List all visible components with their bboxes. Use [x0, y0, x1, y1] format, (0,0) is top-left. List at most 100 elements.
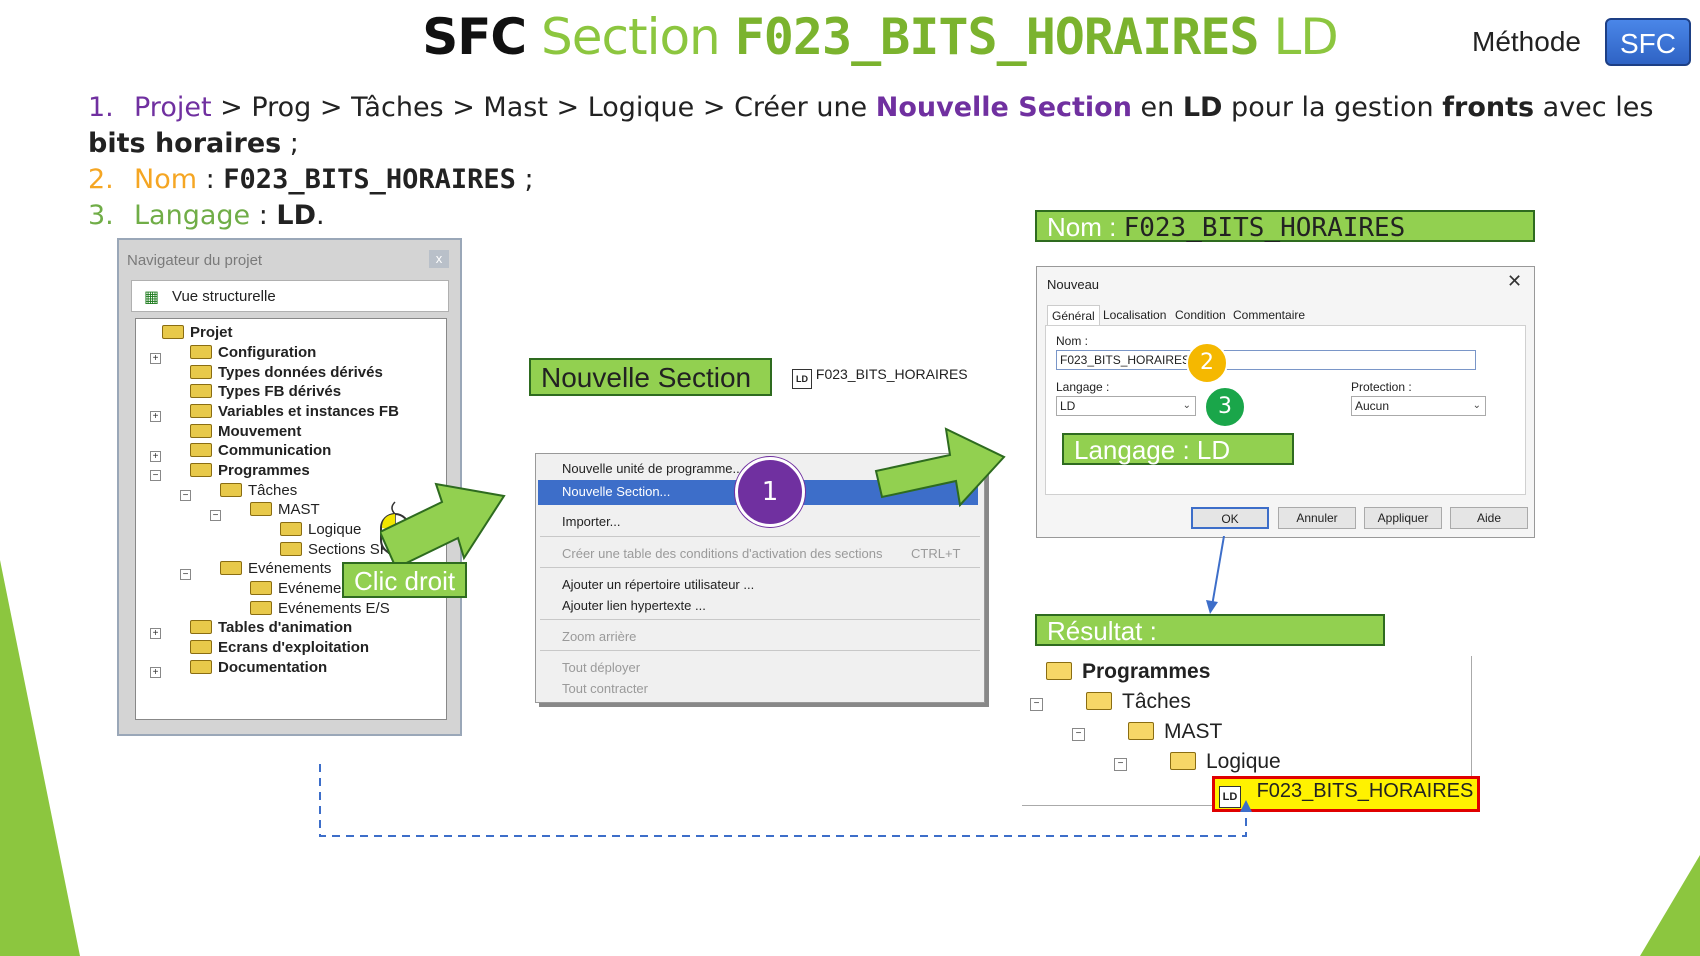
collapse-icon[interactable]: − — [150, 470, 161, 481]
appliquer-button[interactable]: Appliquer — [1364, 507, 1442, 529]
decor-triangle-left — [0, 560, 80, 956]
tree-item-projet[interactable]: Projet — [162, 323, 233, 343]
expand-icon[interactable]: + — [150, 451, 161, 462]
page-title: SFC Section F023_BITS_HORAIRES LD — [422, 8, 1339, 66]
tree-item-tables-animation[interactable]: Tables d'animation — [190, 618, 352, 638]
tree-view-icon: ▦ — [144, 289, 160, 306]
menu-item-importer[interactable]: Importer... — [562, 514, 621, 529]
folder-icon — [190, 620, 212, 634]
navigator-close-button[interactable]: x — [429, 250, 449, 268]
folder-icon — [190, 404, 212, 418]
ld-icon: LD — [792, 369, 812, 389]
expand-icon[interactable]: + — [150, 411, 161, 422]
nom-input[interactable]: F023_BITS_HORAIRES| — [1056, 350, 1476, 370]
sfc-button[interactable]: SFC — [1605, 18, 1691, 66]
tree-item-sections-sr[interactable]: Sections SR — [280, 540, 391, 560]
result-item-mast[interactable]: MAST — [1128, 720, 1222, 744]
tree-item-documentation[interactable]: Documentation — [190, 658, 327, 678]
protection-field-label: Protection : — [1351, 380, 1412, 394]
step-circle-2: 2 — [1186, 342, 1228, 384]
tree-item-logique[interactable]: Logique — [280, 520, 361, 540]
tab-localisation[interactable]: Localisation — [1103, 308, 1167, 322]
collapse-icon[interactable]: − — [180, 569, 191, 580]
expand-icon[interactable]: + — [150, 667, 161, 678]
tree-item-evenements[interactable]: Evénements — [220, 559, 331, 579]
folder-icon — [190, 660, 212, 674]
folder-icon — [190, 384, 212, 398]
expand-icon[interactable]: + — [150, 353, 161, 364]
protection-select[interactable]: Aucun⌄ — [1351, 396, 1486, 416]
expand-icon[interactable]: + — [150, 628, 161, 639]
tree-item-taches[interactable]: Tâches — [220, 481, 297, 501]
menu-item-nouvelle-section[interactable]: Nouvelle Section... — [562, 484, 671, 499]
menu-item-creer-table[interactable]: Créer une table des conditions d'activat… — [562, 546, 883, 561]
tree-item-types-fb[interactable]: Types FB dérivés — [190, 382, 341, 402]
collapse-icon[interactable]: − — [1072, 728, 1085, 741]
result-item-new-section[interactable]: LD F023_BITS_HORAIRES — [1212, 776, 1481, 812]
chevron-down-icon: ⌄ — [1182, 400, 1191, 411]
folder-icon — [1128, 722, 1154, 740]
tree-item-configuration[interactable]: Configuration — [190, 343, 316, 363]
annuler-button[interactable]: Annuler — [1278, 507, 1356, 529]
result-item-logique[interactable]: Logique — [1170, 750, 1281, 774]
folder-icon — [1170, 752, 1196, 770]
chevron-down-icon: ⌄ — [1472, 400, 1481, 411]
result-item-programmes[interactable]: Programmes — [1046, 660, 1210, 684]
resultat-label: Résultat : — [1035, 614, 1385, 646]
general-pane: Nom : F023_BITS_HORAIRES| Langage : LD⌄ … — [1045, 325, 1526, 495]
decor-triangle-right — [1640, 855, 1700, 956]
tree-item-ecrans[interactable]: Ecrans d'exploitation — [190, 638, 369, 658]
nom-label: Nom : F023_BITS_HORAIRES — [1035, 210, 1535, 243]
folder-icon — [220, 483, 242, 497]
tab-general[interactable]: Général — [1047, 305, 1100, 325]
menu-item-tout-contracter[interactable]: Tout contracter — [562, 681, 648, 696]
nouvelle-section-label: Nouvelle Section — [529, 358, 772, 396]
collapse-icon[interactable]: − — [1030, 698, 1043, 711]
result-item-taches[interactable]: Tâches — [1086, 690, 1191, 714]
step-circle-3: 3 — [1204, 386, 1246, 428]
tree-item-mast[interactable]: MAST — [250, 500, 320, 520]
collapse-icon[interactable]: − — [180, 490, 191, 501]
tab-condition[interactable]: Condition — [1175, 308, 1226, 322]
menu-item-zoom-arriere[interactable]: Zoom arrière — [562, 629, 637, 644]
tree-item-types-donnees[interactable]: Types données dérivés — [190, 363, 383, 383]
folder-icon — [190, 365, 212, 379]
menu-shortcut: CTRL+T — [911, 546, 961, 561]
structural-view-tab[interactable]: ▦ Vue structurelle — [131, 280, 449, 312]
project-tree: + + + − − − − + + Projet Configuration T… — [135, 318, 447, 720]
step-3: 3.Langage : LD. — [88, 200, 325, 231]
tab-commentaire[interactable]: Commentaire — [1233, 308, 1306, 322]
menu-item-ajouter-repertoire[interactable]: Ajouter un répertoire utilisateur ... — [562, 577, 755, 592]
tree-item-mouvement[interactable]: Mouvement — [190, 422, 301, 442]
aide-button[interactable]: Aide — [1450, 507, 1528, 529]
ok-button[interactable]: OK — [1191, 507, 1269, 529]
tree-item-programmes[interactable]: Programmes — [190, 461, 310, 481]
dialog-close-icon[interactable]: ✕ — [1507, 271, 1523, 291]
tree-item-communication[interactable]: Communication — [190, 441, 331, 461]
new-section-dialog: Nouveau ✕ Général Localisation Condition… — [1036, 266, 1535, 538]
menu-item-nouvelle-unite[interactable]: Nouvelle unité de programme... — [562, 461, 744, 476]
folder-icon — [1086, 692, 1112, 710]
tree-item-evenements-es[interactable]: Evénements E/S — [250, 599, 390, 619]
folder-icon — [280, 522, 302, 536]
langage-label: Langage : LD — [1062, 433, 1294, 465]
folder-icon — [162, 325, 184, 339]
langage-select[interactable]: LD⌄ — [1056, 396, 1196, 416]
navigator-title: Navigateur du projet — [127, 252, 263, 269]
tree-item-variables[interactable]: Variables et instances FB — [190, 402, 399, 422]
collapse-icon[interactable]: − — [1114, 758, 1127, 771]
instruction-steps: 1.Projet > Prog > Tâches > Mast > Logiqu… — [88, 90, 1700, 234]
folder-icon — [190, 463, 212, 477]
arrow-down-icon — [1206, 536, 1225, 614]
menu-item-ajouter-lien[interactable]: Ajouter lien hypertexte ... — [562, 598, 706, 613]
collapse-icon[interactable]: − — [210, 510, 221, 521]
folder-icon — [190, 443, 212, 457]
step-1: 1.Projet > Prog > Tâches > Mast > Logiqu… — [88, 92, 1654, 159]
menu-item-tout-deployer[interactable]: Tout déployer — [562, 660, 641, 675]
folder-icon — [190, 640, 212, 654]
folder-icon — [250, 502, 272, 516]
methode-label: Méthode — [1472, 26, 1581, 57]
dialog-title: Nouveau — [1047, 277, 1100, 292]
step-2: 2.Nom : F023_BITS_HORAIRES ; — [88, 164, 534, 195]
folder-icon — [190, 345, 212, 359]
